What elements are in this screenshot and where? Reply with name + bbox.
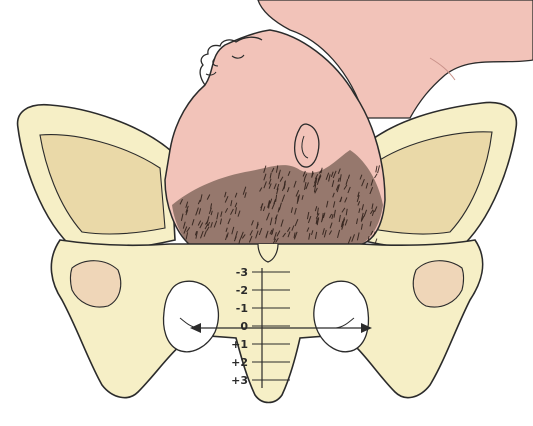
pelvic-body xyxy=(51,240,482,403)
right-obturator-foramen xyxy=(314,281,369,352)
station-label: -2 xyxy=(236,284,248,297)
station-label: +1 xyxy=(231,338,248,351)
fetal-ear-icon xyxy=(295,124,319,167)
left-obturator-foramen xyxy=(164,281,219,352)
station-label: -1 xyxy=(236,302,248,315)
station-label: +2 xyxy=(231,356,248,369)
station-label: 0 xyxy=(240,320,248,333)
station-label: +3 xyxy=(231,374,248,387)
station-label: -3 xyxy=(236,266,248,279)
